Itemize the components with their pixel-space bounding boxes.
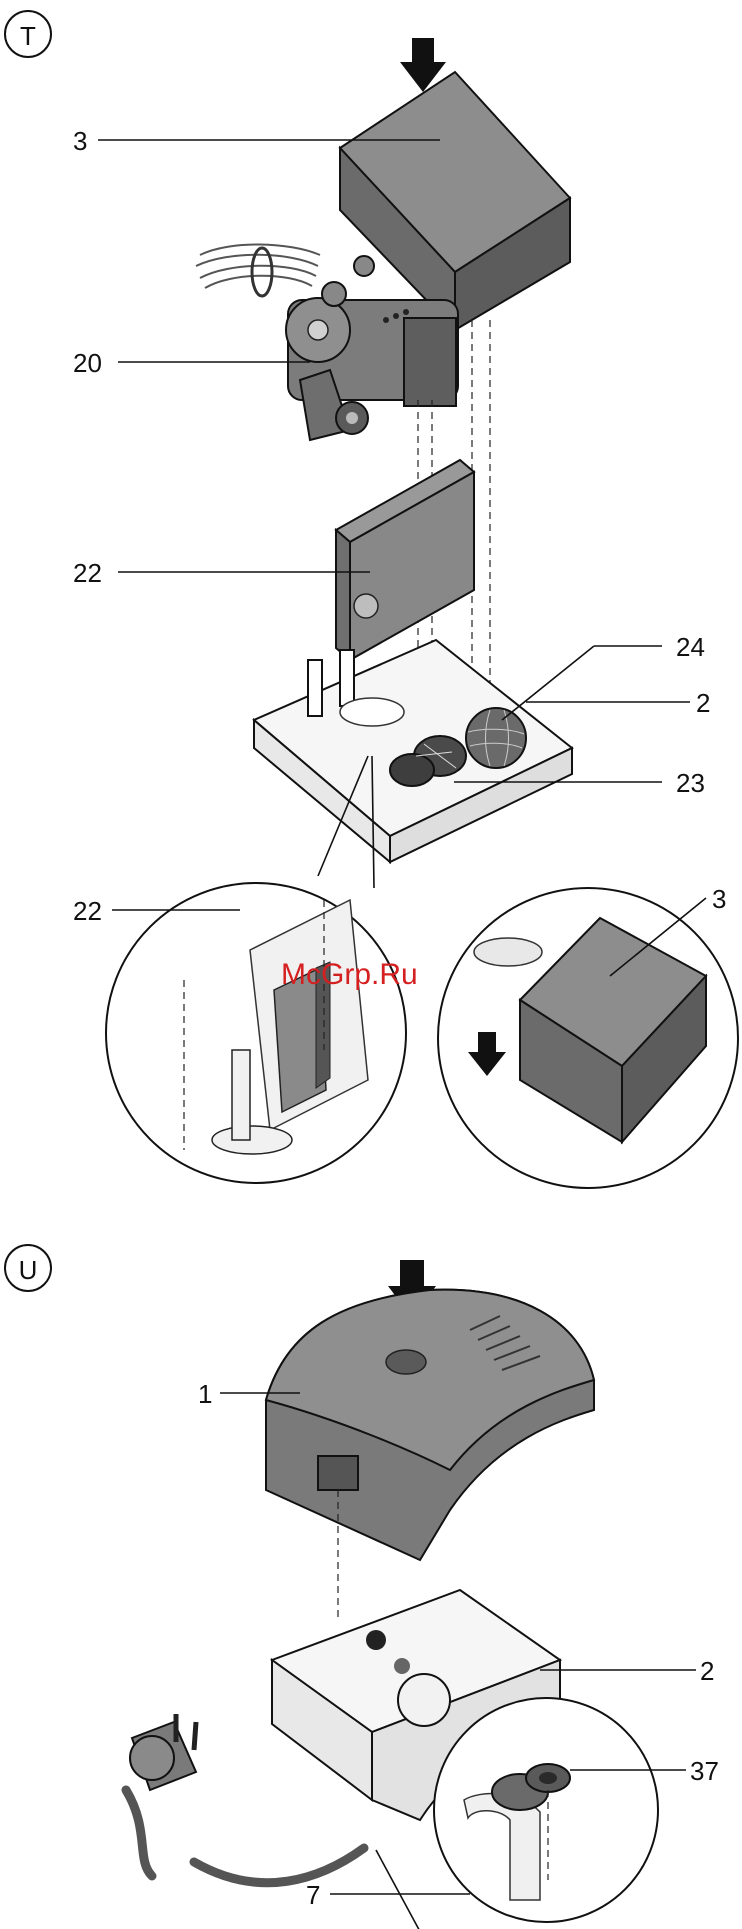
- callout-22-top: 22: [73, 558, 102, 588]
- callout-2-bottom: 2: [700, 1656, 714, 1686]
- detail-circle-cover-insert: [438, 888, 738, 1188]
- section-t-letter: T: [20, 21, 36, 51]
- filter-sponge: [336, 460, 474, 660]
- callout-37: 37: [690, 1756, 719, 1786]
- callout-2-top: 2: [696, 688, 710, 718]
- section-u-badge: U: [5, 1245, 51, 1291]
- callout-20: 20: [73, 348, 102, 378]
- callout-3-top: 3: [73, 126, 87, 156]
- callout-24: 24: [676, 632, 705, 662]
- callout-3-detail: 3: [712, 884, 726, 914]
- filter-cover-block: [340, 72, 570, 330]
- detail-circle-sponge-insert: [106, 883, 406, 1183]
- section-t-badge: T: [5, 11, 51, 57]
- top-cover-housing: [266, 1290, 594, 1560]
- section-u-letter: U: [19, 1255, 38, 1285]
- base-housing-t: [254, 640, 572, 862]
- callout-23: 23: [676, 768, 705, 798]
- callout-7: 7: [306, 1880, 320, 1910]
- watermark-text: McGrp.Ru: [281, 958, 418, 991]
- callout-22-detail: 22: [73, 896, 102, 926]
- callout-1: 1: [198, 1379, 212, 1409]
- filter-ball: [466, 708, 526, 768]
